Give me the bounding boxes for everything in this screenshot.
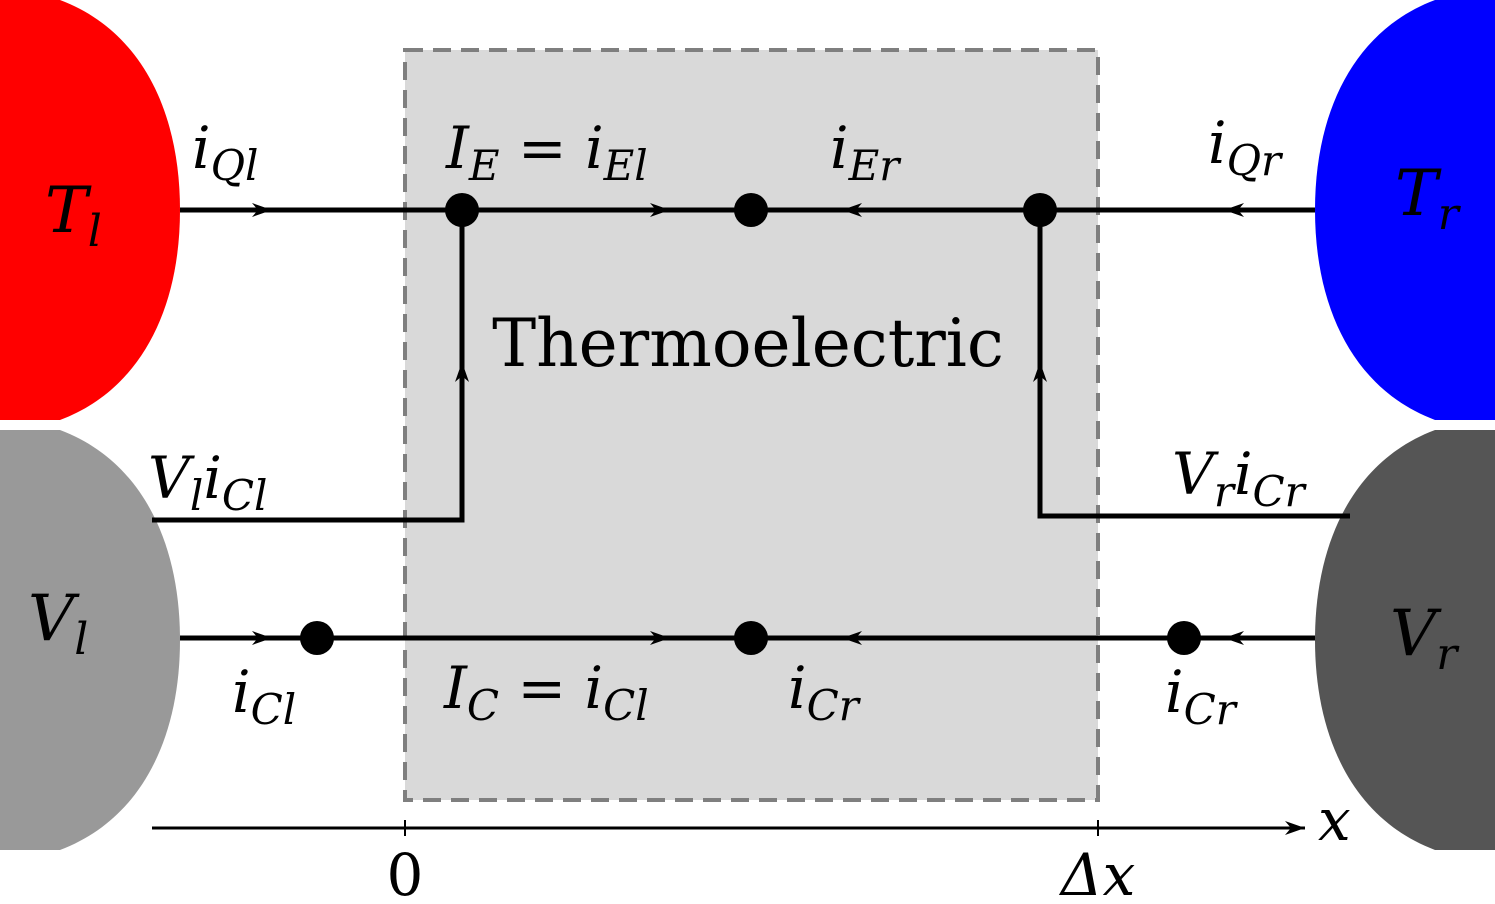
label-Vr-iCr: VriCr: [1172, 440, 1308, 516]
label-iCl-left: iCl: [232, 658, 296, 734]
node-bottom-mid: [734, 621, 768, 655]
label-Tl: Tl: [45, 174, 102, 257]
axis-variable: x: [1318, 786, 1351, 854]
label-iCr-mid: iCr: [788, 654, 862, 730]
tick-label-dx: Δx: [1059, 841, 1136, 904]
label-IE: IE = iEl: [445, 114, 648, 190]
label-Vr: Vr: [1390, 597, 1460, 680]
label-IC: IC = iCl: [443, 654, 649, 730]
left-power-path: [152, 210, 465, 523]
label-Tr: Tr: [1395, 157, 1462, 240]
node-bottom-left: [300, 621, 334, 655]
label-iQr: iQr: [1208, 109, 1284, 185]
node-bottom-right: [1167, 621, 1201, 655]
region-label: Thermoelectric: [492, 305, 1004, 382]
label-Vl: Vl: [28, 582, 88, 665]
label-Vl-iCl: VliCl: [148, 444, 267, 520]
voltage-reservoir-right: [1315, 430, 1495, 850]
cold-reservoir-right: [1315, 0, 1495, 420]
voltage-reservoir-left: [0, 430, 180, 850]
label-iCr-right: iCr: [1165, 658, 1239, 734]
thermoelectric-region: [403, 48, 1100, 802]
label-iQl: iQl: [192, 114, 258, 190]
right-power-path: [1037, 210, 1350, 519]
tick-label-zero: 0: [387, 841, 424, 904]
node-top-mid: [734, 193, 768, 227]
label-iEr: iEr: [830, 114, 902, 190]
hot-reservoir-left: [0, 0, 180, 420]
